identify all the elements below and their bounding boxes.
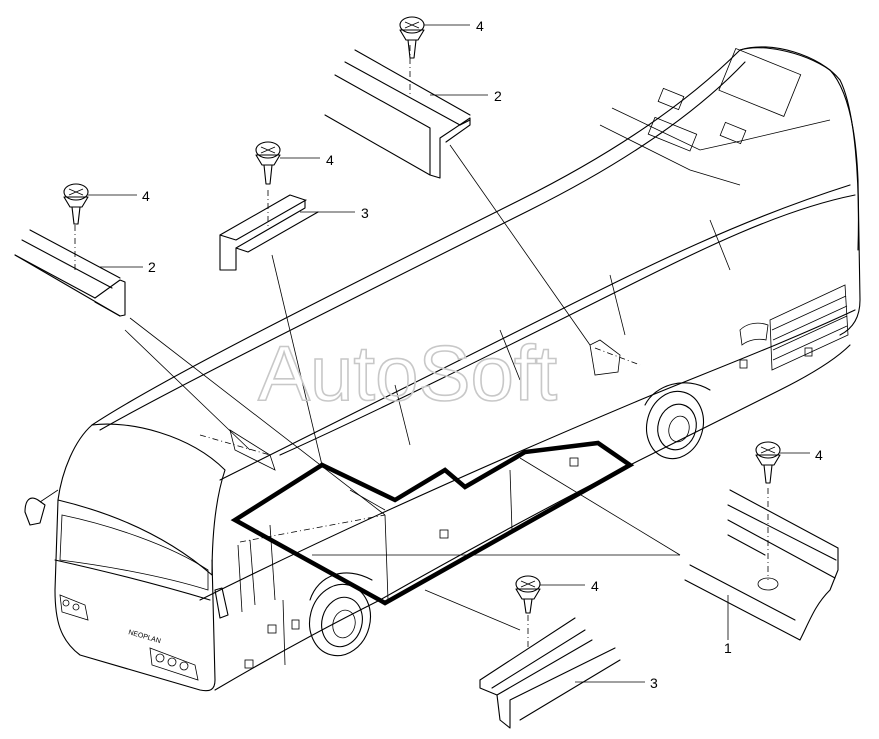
leader-lines [88,24,810,683]
callout-2-left: 2 [148,259,156,275]
callout-1: 1 [724,640,732,656]
callout-3-mid: 3 [361,205,369,221]
screw-part-4-a [399,16,425,59]
rail-part-2-left [14,229,126,317]
channel-part-1 [684,489,839,641]
bus-illustration: NEOPLAN [24,46,861,692]
screw-part-4-d [755,441,781,484]
screw-part-4-b [63,183,89,225]
callout-2-top: 2 [494,88,502,104]
callout-4-mid: 4 [326,152,334,168]
screw-part-4-c [255,141,281,185]
callout-4-top: 4 [476,18,484,34]
channel-part-3-lower [479,617,621,729]
rail-part-2-upper [324,49,471,179]
front-badge: NEOPLAN [127,629,161,645]
channel-part-3-upper [219,194,319,271]
watermark: AutoSoft [258,329,558,417]
callout-3-bottom: 3 [650,675,658,691]
callout-4-bottom: 4 [591,578,599,594]
highlighted-floor-area [230,440,635,606]
screw-part-4-e [515,575,541,614]
centerlines [74,45,769,650]
callout-4-left: 4 [142,188,150,204]
callout-4-right: 4 [815,447,823,463]
